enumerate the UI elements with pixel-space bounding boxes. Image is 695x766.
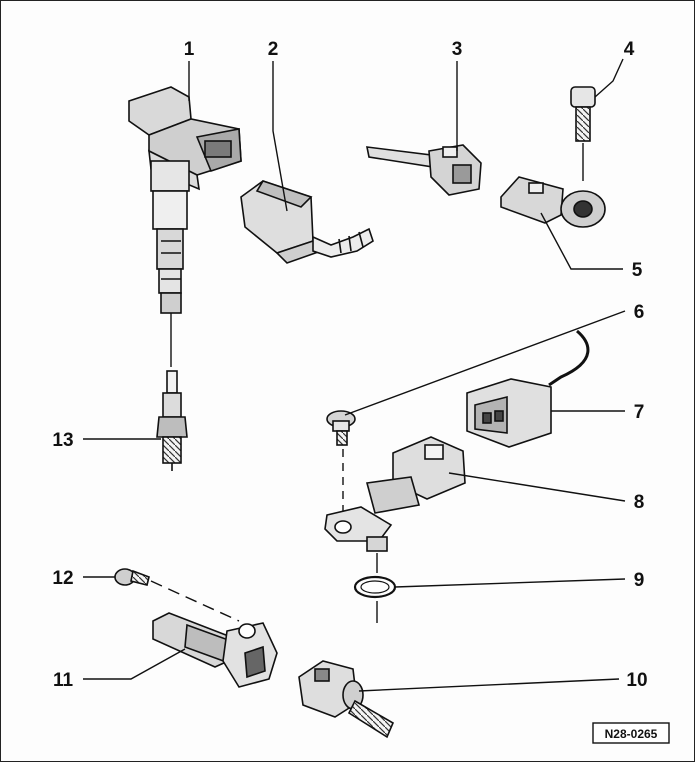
leader-6 — [344, 310, 626, 416]
reference-code-box — [592, 722, 670, 744]
leader-4 — [594, 58, 624, 98]
camshaft-sensor — [324, 436, 466, 552]
leader-8 — [448, 472, 626, 502]
plug-connector — [466, 329, 590, 448]
callout-11: 11 — [53, 670, 74, 691]
callout-4: 4 — [624, 39, 635, 60]
leader-lines — [83, 58, 626, 692]
leader-11 — [83, 648, 186, 680]
callout-10: 10 — [626, 670, 647, 691]
spark-plug — [156, 370, 188, 471]
o-ring-inner — [360, 580, 390, 594]
sensor-screw — [114, 568, 150, 586]
callout-12: 12 — [52, 568, 73, 589]
leader-10 — [358, 678, 620, 692]
knock-sensor — [500, 176, 606, 228]
ignition-coil — [128, 86, 242, 314]
threaded-sensor — [298, 660, 395, 739]
leader-2 — [272, 61, 288, 212]
speed-sensor — [152, 612, 278, 688]
callout-13: 13 — [52, 430, 73, 451]
callout-8: 8 — [634, 492, 645, 513]
reference-code: N28-0265 — [605, 727, 658, 741]
callout-1: 1 — [184, 39, 195, 60]
callout-3: 3 — [452, 39, 463, 60]
sensor-plug — [365, 144, 482, 196]
screw-centerline — [150, 580, 240, 622]
leader-9 — [394, 578, 626, 588]
leader-5 — [540, 212, 623, 270]
knock-sensor-bolt — [570, 86, 596, 142]
callout-9: 9 — [634, 570, 645, 591]
sensor-bolt — [326, 410, 356, 446]
callout-5: 5 — [632, 260, 643, 281]
callout-2: 2 — [268, 39, 279, 60]
coil-connector — [240, 180, 374, 264]
callout-7: 7 — [634, 402, 645, 423]
callout-6: 6 — [634, 302, 645, 323]
